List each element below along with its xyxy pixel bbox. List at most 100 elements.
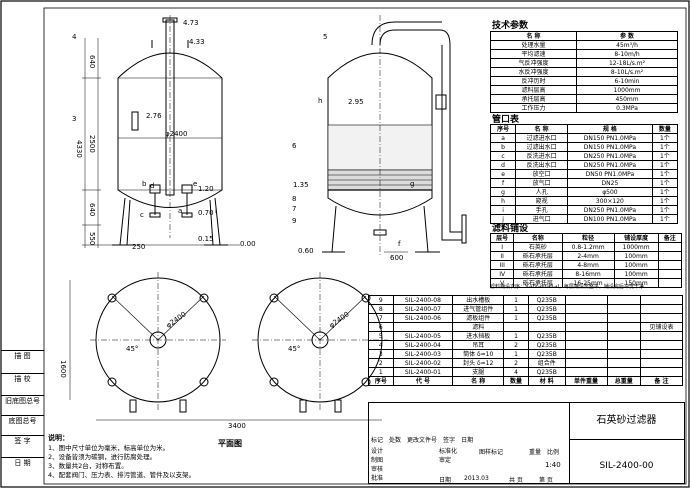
table-cell: 1个 (651, 151, 679, 161)
sect-dim: 2.95 (348, 98, 364, 106)
header-cell: 规 格 (566, 124, 653, 134)
parts-cell (606, 331, 641, 341)
parts-cell: 1 (503, 304, 529, 314)
parts-cell: 见铺设表 (639, 322, 684, 332)
table-cell: 1个 (651, 196, 679, 206)
table-cell: 0.3MPa (576, 103, 678, 113)
media-note: 滤料铺设次序：V→IV→III→II→I，每层铺设需整平，铺设完后冲洗干净 (490, 284, 644, 290)
table-cell: 反洗出水口 (515, 160, 568, 170)
parts-cell (639, 313, 684, 323)
part-callout: 4 (72, 33, 77, 41)
nozzle-callout: i (215, 207, 217, 215)
elev-dim: 640 (88, 203, 96, 217)
parts-cell (639, 304, 684, 314)
table-cell (657, 242, 683, 252)
header-cell: 序号 (489, 124, 517, 134)
parts-cell (639, 349, 684, 359)
table-cell: 窥视 (515, 196, 568, 206)
elev-dim: 2.76 (146, 112, 162, 120)
parts-cell: 4 (368, 340, 394, 350)
note-line: 3、数量共2台，对称布置。 (48, 462, 128, 470)
strip-label: 描 图 (1, 350, 44, 361)
parts-cell: 吊耳 (452, 340, 505, 350)
table-cell: 4-8mm (561, 260, 615, 270)
header-cell: 层号 (489, 233, 515, 243)
parts-cell: 出水槽板 (452, 295, 505, 305)
parts-header-cell: 序号 (368, 376, 394, 386)
nozzle-callout: g (410, 180, 415, 188)
table-cell: DN150 PN1.0MPa (566, 142, 653, 152)
table-cell: φ500 (566, 187, 653, 197)
parts-header-row: 序号代 号名 称数量材 料单件重量总重量备 注 (368, 376, 684, 386)
nozzle-callout: b (142, 180, 147, 188)
parts-cell (564, 358, 608, 368)
header-cell: 铺设厚度 (613, 233, 659, 243)
parts-cell: 1 (503, 313, 529, 323)
sect-dim: 1.35 (293, 181, 309, 189)
nozzle-callout: e (193, 180, 198, 188)
parts-cell (564, 331, 608, 341)
elev-dim: 550 (88, 232, 96, 246)
table-cell: 100mm (613, 269, 659, 279)
parts-cell: SIL-2400-08 (392, 295, 454, 305)
strip-label: 底图总号 (1, 415, 44, 426)
table-cell: 过滤进水口 (515, 133, 568, 143)
parts-cell (564, 367, 608, 377)
role-label: 批准 (371, 475, 384, 482)
strip-label: 描 校 (1, 373, 44, 384)
parts-cell (606, 322, 641, 332)
table-cell: 45m³/h (576, 40, 678, 50)
parts-cell: Q235B (527, 313, 566, 323)
drawing-name: 石英砂过滤器 (596, 415, 657, 426)
part-callout: 7 (292, 205, 297, 213)
parts-cell: 7 (368, 313, 394, 323)
elev-dim: 1.20 (198, 185, 214, 193)
parts-cell: 2 (503, 358, 529, 368)
role-label: 制图 (371, 457, 384, 464)
parts-cell: SIL-2400-01 (392, 367, 454, 377)
table-cell: DN50 PN1.0MPa (566, 169, 653, 179)
part-callout: 5 (323, 33, 328, 41)
parts-cell: SIL-2400-06 (392, 313, 454, 323)
strip-label: 旧底图总号 (1, 395, 44, 406)
title-block: 标记处数更改文件号签字日期 设计制图审核批准 标准化审定 图样标记 日期 201… (368, 402, 685, 484)
table-cell: IV (489, 269, 515, 279)
table-cell: 2-4mm (561, 251, 615, 261)
table-cell: 450mm (576, 94, 678, 104)
role-label: 审定 (439, 457, 452, 464)
table-cell: 1个 (651, 187, 679, 197)
drawing-code: SIL-2400-00 (599, 461, 654, 471)
table-cell: 1个 (651, 142, 679, 152)
table-cell: 砾石承托层 (513, 251, 563, 261)
table-cell: 8-10m/h (576, 49, 678, 59)
table-cell: 砾石承托层 (513, 269, 563, 279)
parts-cell (606, 295, 641, 305)
parts-header-cell: 材 料 (527, 376, 566, 386)
table-cell: 6-10min (576, 76, 678, 86)
parts-cell (392, 322, 454, 332)
parts-cell (564, 322, 608, 332)
parts-header-cell: 代 号 (392, 376, 454, 386)
parts-cell (639, 340, 684, 350)
parts-cell: Q235B (527, 367, 566, 377)
signature-field: 日期 (461, 437, 474, 444)
table-cell: 1个 (651, 169, 679, 179)
table-cell: DN25 (566, 178, 653, 188)
role-label: 标准化 (439, 448, 458, 455)
table-cell (657, 251, 683, 261)
elev-dim: 4.73 (183, 19, 199, 27)
table-cell: 1个 (651, 133, 679, 143)
